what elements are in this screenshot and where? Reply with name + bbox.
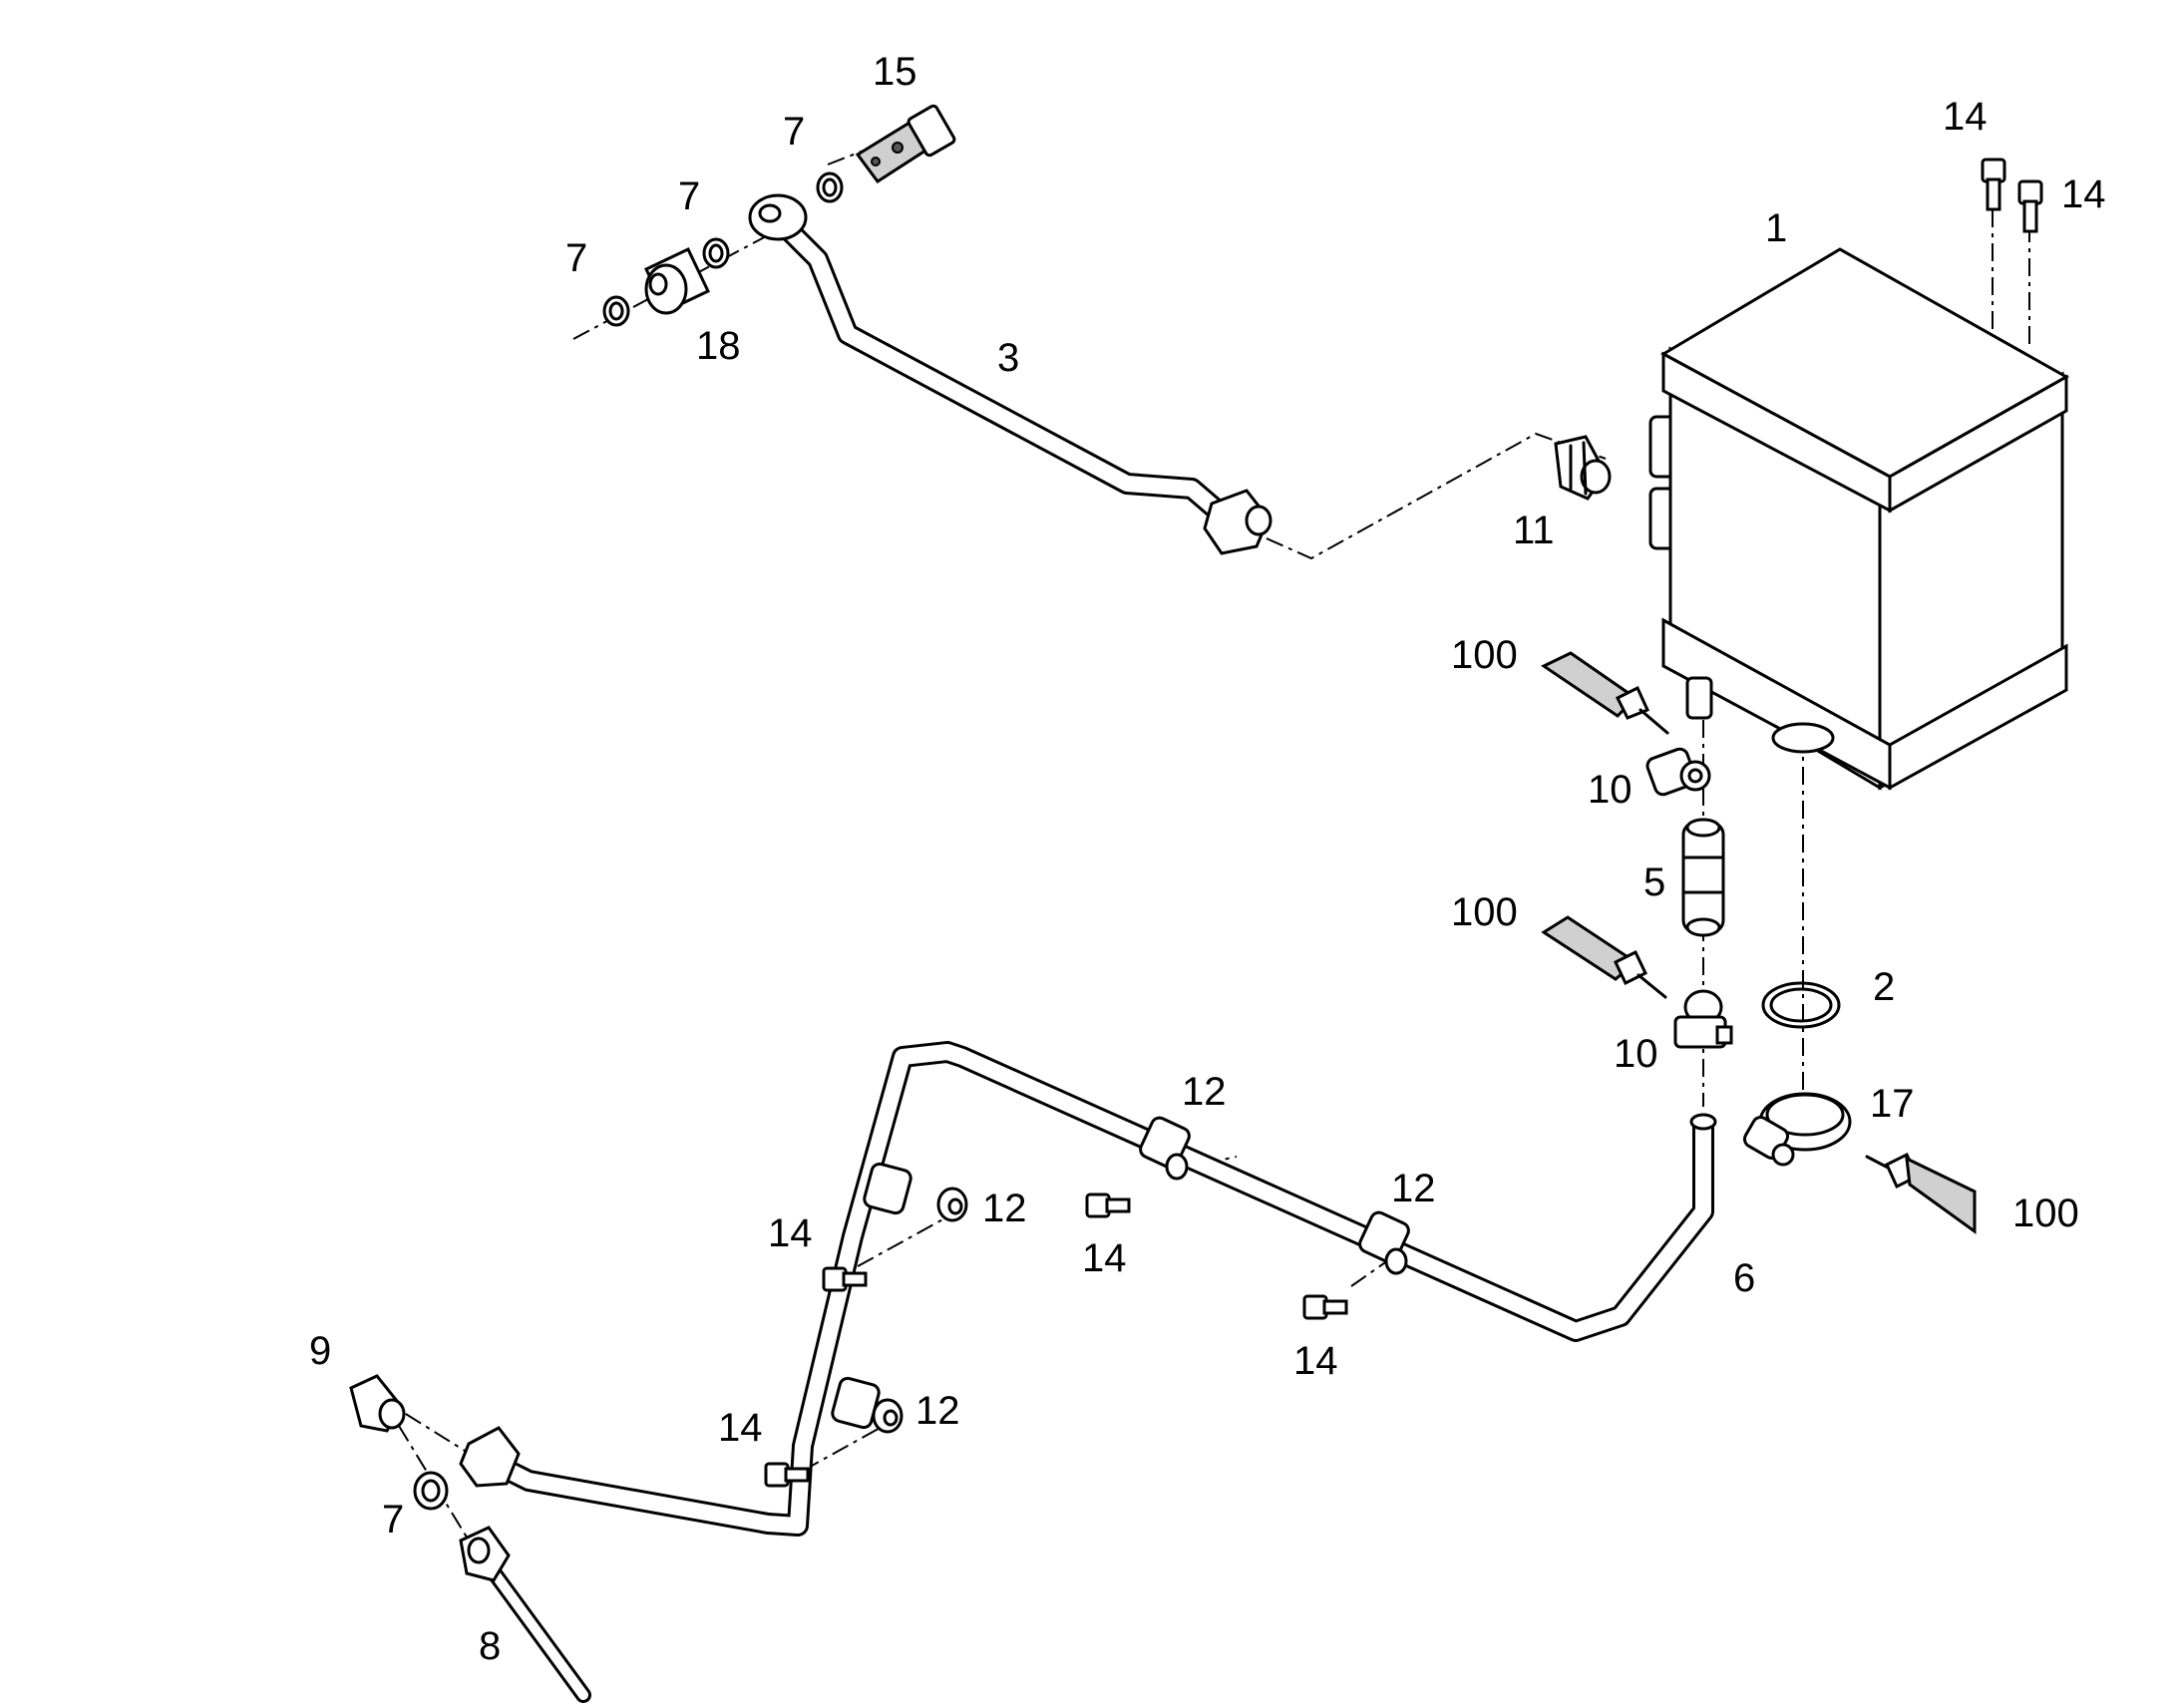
callout-7-top-right: 7	[783, 110, 805, 154]
callout-1: 1	[1765, 206, 1787, 250]
callout-100-right: 100	[2012, 1192, 2079, 1235]
callout-14-bolt-a: 14	[768, 1211, 813, 1255]
callout-6: 6	[1733, 1256, 1755, 1300]
callout-100-upper: 100	[1451, 633, 1518, 677]
o-ring	[1761, 981, 1841, 1029]
callout-9: 9	[309, 1329, 331, 1373]
callout-12-diagonal-lower: 12	[915, 1389, 960, 1433]
hose-section	[1681, 818, 1725, 937]
callout-11: 11	[1513, 509, 1555, 552]
callout-18: 18	[696, 324, 741, 368]
callout-14-bolt-b: 14	[1082, 1236, 1127, 1280]
radiator-assembly	[1648, 247, 2070, 791]
washers-upper	[602, 171, 844, 327]
callout-10-upper: 10	[1588, 768, 1633, 812]
washer-lower	[413, 1471, 449, 1511]
hose-clamp-lower	[1673, 989, 1733, 1049]
callout-14-bolt-c: 14	[1293, 1339, 1338, 1383]
clip-brackets	[872, 1153, 1408, 1434]
callout-labels: 1 2 3 5 6 7 7 7 7 8 9 10 10 11 12 12 12 …	[309, 50, 2106, 1668]
callout-7-top-middle: 7	[678, 174, 700, 218]
sealant-tube-right	[1865, 1152, 1977, 1234]
callout-10-lower: 10	[1614, 1032, 1658, 1076]
callout-7-top-left: 7	[565, 236, 587, 280]
upper-pipe	[748, 193, 1272, 555]
callout-5: 5	[1643, 860, 1665, 904]
callout-12-straight-right: 12	[1391, 1167, 1436, 1210]
straight-fitting	[1554, 435, 1612, 501]
lower-pipe	[459, 1041, 1717, 1537]
callout-2: 2	[1873, 965, 1895, 1009]
sealant-tube-middle	[1541, 915, 1667, 999]
callout-12-diagonal-upper: 12	[982, 1187, 1027, 1230]
banjo-bolt	[855, 104, 956, 184]
callout-14-top-left: 14	[1943, 95, 1988, 139]
sealant-tube-upper	[1540, 651, 1669, 735]
callout-8: 8	[479, 1624, 501, 1668]
callout-7-bottom: 7	[382, 1498, 404, 1541]
callout-3: 3	[997, 336, 1019, 380]
callout-14-bolt-d: 14	[718, 1406, 763, 1450]
spacer-sleeve	[644, 247, 710, 315]
callout-14-top-right: 14	[2061, 172, 2106, 216]
elbow-fitting	[349, 1374, 406, 1433]
callout-17: 17	[1870, 1082, 1915, 1126]
callout-12-straight-left: 12	[1182, 1070, 1227, 1114]
callout-15: 15	[873, 50, 917, 94]
bolts	[764, 158, 2043, 1488]
drain-pipe	[459, 1526, 591, 1703]
hose-clamp-upper	[1645, 747, 1711, 797]
callout-100-middle: 100	[1451, 890, 1518, 934]
hose-clamp-large	[1742, 1092, 1852, 1167]
